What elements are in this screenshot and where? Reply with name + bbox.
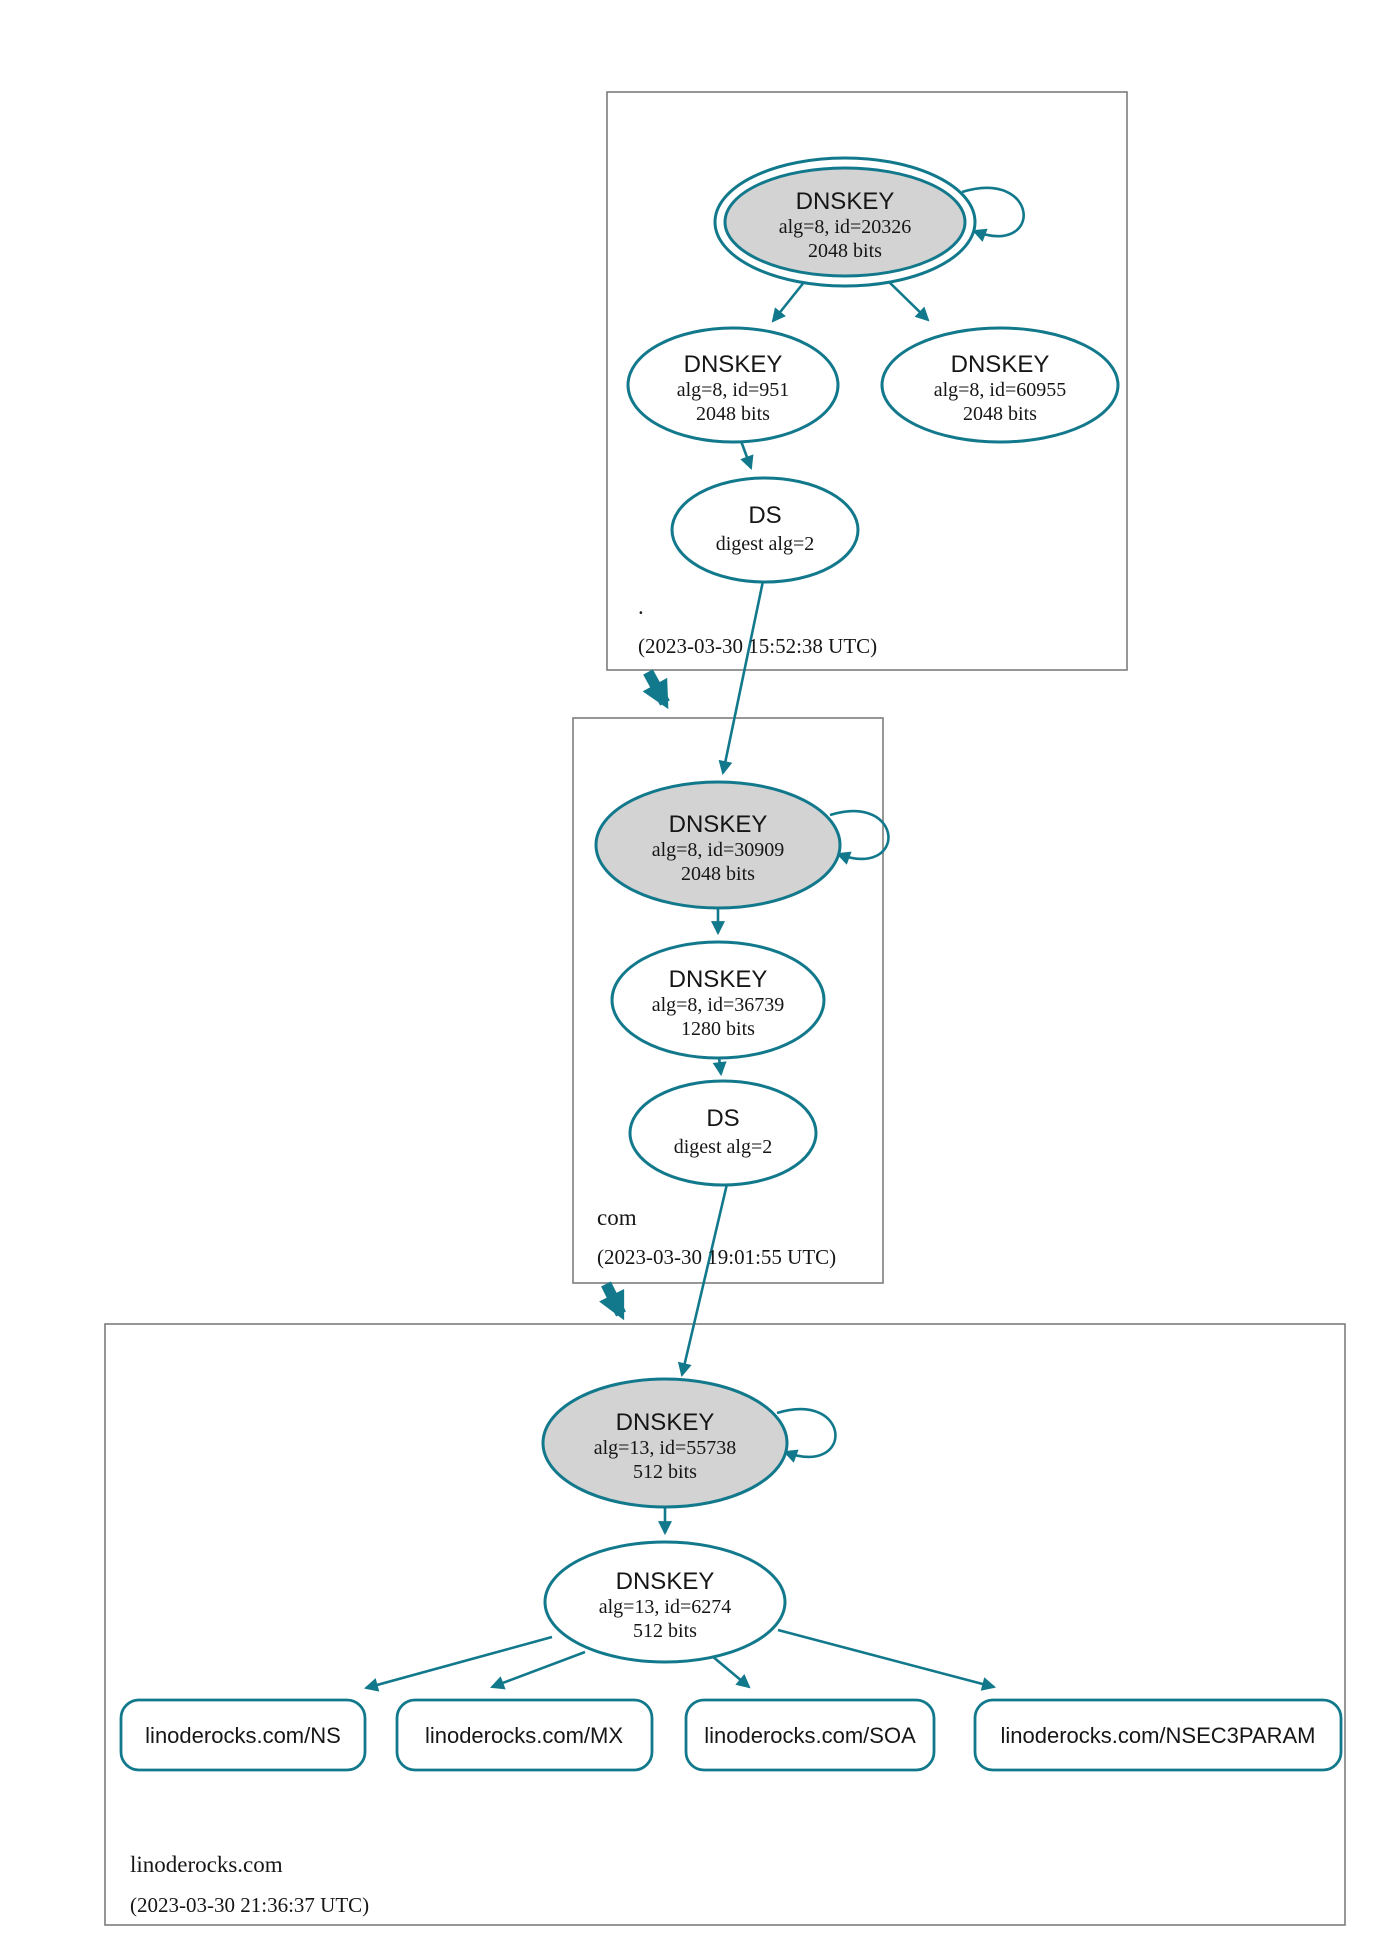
node-detail: alg=8, id=20326 [779,216,912,238]
node-detail: alg=13, id=6274 [599,1596,732,1618]
arrow-delegation-com-to-linoderocks [599,1281,626,1321]
edge-zsk6274-to-ns [363,1635,553,1692]
node-size: 2048 bits [963,403,1037,425]
rrset-label: linoderocks.com/SOA [704,1723,916,1748]
edge-zsk951-to-ds [739,440,754,470]
node-dnskey-20326[interactable]: DNSKEY alg=8, id=20326 2048 bits [713,156,977,288]
node-dnskey-6274[interactable]: DNSKEY alg=13, id=6274 512 bits [543,1540,787,1664]
zone-box-com [572,717,884,1284]
node-rrset-ns[interactable]: linoderocks.com/NS [119,1698,367,1772]
zone-box-root [606,91,1128,671]
node-dnskey-60955[interactable]: DNSKEY alg=8, id=60955 2048 bits [880,326,1120,444]
node-title: DS [706,1105,739,1132]
node-size: 512 bits [633,1620,697,1642]
node-dnskey-30909[interactable]: DNSKEY alg=8, id=30909 2048 bits [594,780,842,910]
node-size: 1280 bits [681,1018,755,1040]
node-title: DNSKEY [684,351,783,378]
node-size: 512 bits [633,1461,697,1483]
node-size: 2048 bits [681,863,755,885]
zone-label-linoderocks: linoderocks.com [130,1852,283,1877]
node-rrset-mx[interactable]: linoderocks.com/MX [395,1698,654,1772]
node-title: DNSKEY [951,351,1050,378]
edge-ds-com-to-ksk55738 [677,1183,729,1378]
edge-zsk6274-to-nsec3param [777,1628,997,1691]
edge-zsk6274-to-mx [490,1650,586,1690]
rrset-label: linoderocks.com/NSEC3PARAM [1000,1723,1315,1748]
node-detail: alg=13, id=55738 [594,1437,737,1459]
zone-timestamp-com: (2023-03-30 19:01:55 UTC) [597,1245,836,1269]
zone-label-root: . [638,594,644,619]
rrset-label: linoderocks.com/MX [425,1723,623,1748]
zone-timestamp-root: (2023-03-30 15:52:38 UTC) [638,634,877,658]
edge-zsk36739-to-ds [712,1056,727,1077]
node-title: DS [748,502,781,529]
node-rrset-nsec3param[interactable]: linoderocks.com/NSEC3PARAM [973,1698,1343,1772]
rrset-label: linoderocks.com/NS [145,1723,341,1748]
node-detail: digest alg=2 [674,1136,773,1158]
edge-selfsign-ksk-30909 [829,809,890,865]
node-detail: alg=8, id=951 [677,379,790,401]
edge-selfsign-ksk-20326 [961,186,1025,242]
node-detail: alg=8, id=30909 [652,839,785,861]
edge-ksk20326-to-zsk951 [771,280,807,323]
node-dnskey-951[interactable]: DNSKEY alg=8, id=951 2048 bits [626,326,840,444]
arrow-delegation-root-to-com [642,669,670,710]
node-detail: digest alg=2 [716,533,815,555]
edge-zsk6274-to-soa [711,1655,751,1689]
node-title: DNSKEY [796,188,895,215]
node-ds-com[interactable]: DS digest alg=2 [628,1079,818,1187]
node-ds-root[interactable]: DS digest alg=2 [670,476,860,584]
node-size: 2048 bits [696,403,770,425]
node-dnskey-36739[interactable]: DNSKEY alg=8, id=36739 1280 bits [610,940,826,1060]
node-title: DNSKEY [669,966,768,993]
zone-timestamp-linoderocks: (2023-03-30 21:36:37 UTC) [130,1893,369,1917]
node-title: DNSKEY [616,1409,715,1436]
node-dnskey-55738[interactable]: DNSKEY alg=13, id=55738 512 bits [541,1377,789,1509]
node-detail: alg=8, id=60955 [934,379,1067,401]
edge-ksk20326-to-zsk60955 [887,280,930,322]
node-detail: alg=8, id=36739 [652,994,785,1016]
edge-selfsign-ksk-55738 [776,1407,837,1463]
node-size: 2048 bits [808,240,882,262]
node-title: DNSKEY [669,811,768,838]
node-title: DNSKEY [616,1568,715,1595]
zone-box-linoderocks [104,1323,1346,1926]
zone-label-com: com [597,1205,637,1230]
node-rrset-soa[interactable]: linoderocks.com/SOA [684,1698,936,1772]
edge-ds-root-to-ksk30909 [718,580,765,776]
